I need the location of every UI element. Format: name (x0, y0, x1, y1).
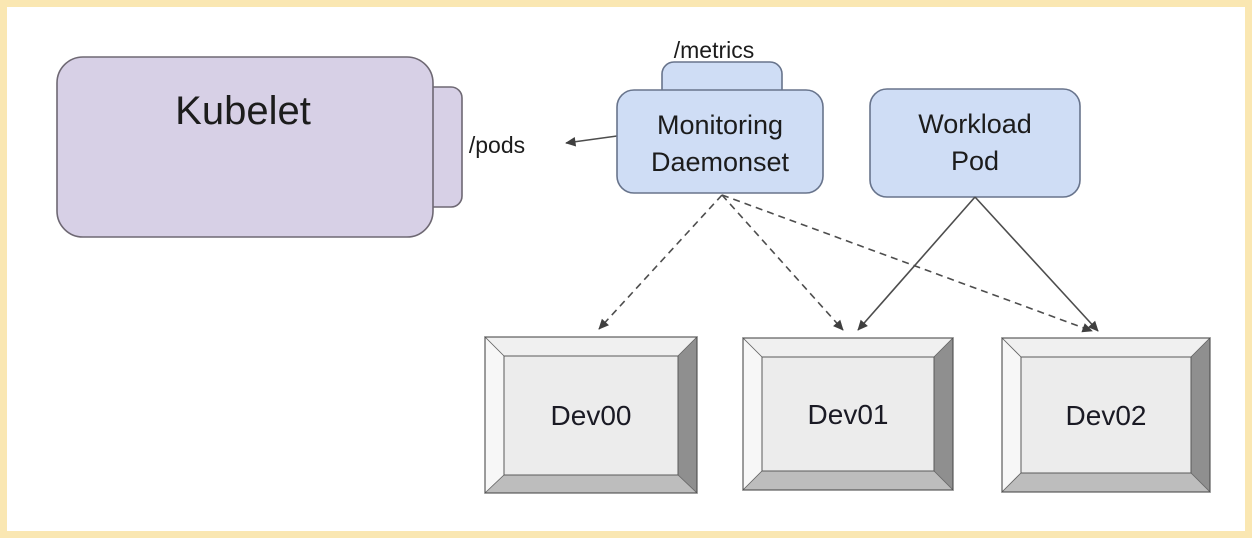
dev02-label: Dev02 (1066, 400, 1147, 431)
workload-pod-label-line1: Workload (918, 109, 1032, 139)
device-key-dev01: Dev01 (742, 337, 954, 491)
node-kubelet: Kubelet (56, 56, 463, 238)
dev01-face (761, 356, 935, 472)
node-workload-pod: Workload Pod (869, 88, 1081, 198)
monitoring-daemonset-box (616, 89, 824, 194)
kubelet-label: Kubelet (175, 89, 311, 133)
dev01-bevel-top (742, 337, 954, 358)
dev02-bevel-top (1001, 337, 1211, 358)
dev01-bevel-bottom (742, 470, 954, 491)
dev02-bevel-left (1001, 337, 1022, 493)
metrics-endpoint-label: /metrics (674, 37, 755, 63)
dev00-face (503, 355, 679, 476)
dev00-label: Dev00 (551, 400, 632, 431)
dev00-outline (484, 336, 698, 494)
dev00-bevel-left (484, 336, 505, 494)
dev01-outline (742, 337, 954, 491)
device-key-dev02: Dev02 (1001, 337, 1211, 493)
dev02-bevel-bottom (1001, 472, 1211, 493)
edge-monitoring-to-dev00 (598, 194, 723, 330)
dev01-bevel-left (742, 337, 763, 491)
dev00-bevel-top (484, 336, 698, 357)
monitoring-daemonset-label-line2: Daemonset (651, 147, 790, 177)
edge-monitoring-to-pods (565, 135, 618, 147)
kubelet-box (56, 56, 434, 238)
edge-monitoring-to-dev01 (721, 194, 844, 331)
dev02-outline (1001, 337, 1211, 493)
dev01-label: Dev01 (808, 399, 889, 430)
monitoring-daemonset-label-line1: Monitoring (657, 110, 783, 140)
dev02-face (1020, 356, 1192, 474)
dev01-bevel-right (933, 337, 954, 491)
node-monitoring-daemonset: /metrics Monitoring Daemonset (616, 37, 824, 194)
dev00-bevel-right (677, 336, 698, 494)
device-key-dev00: Dev00 (483, 336, 699, 494)
workload-pod-box (869, 88, 1081, 198)
pods-endpoint-label: /pods (469, 132, 525, 158)
dev02-bevel-right (1190, 337, 1211, 493)
workload-pod-label-line2: Pod (951, 146, 999, 176)
dev00-bevel-bottom (483, 474, 699, 494)
edge-workload-to-dev01 (857, 196, 976, 331)
edge-workload-to-dev02 (974, 196, 1099, 332)
edge-monitoring-to-dev02 (721, 194, 1093, 333)
